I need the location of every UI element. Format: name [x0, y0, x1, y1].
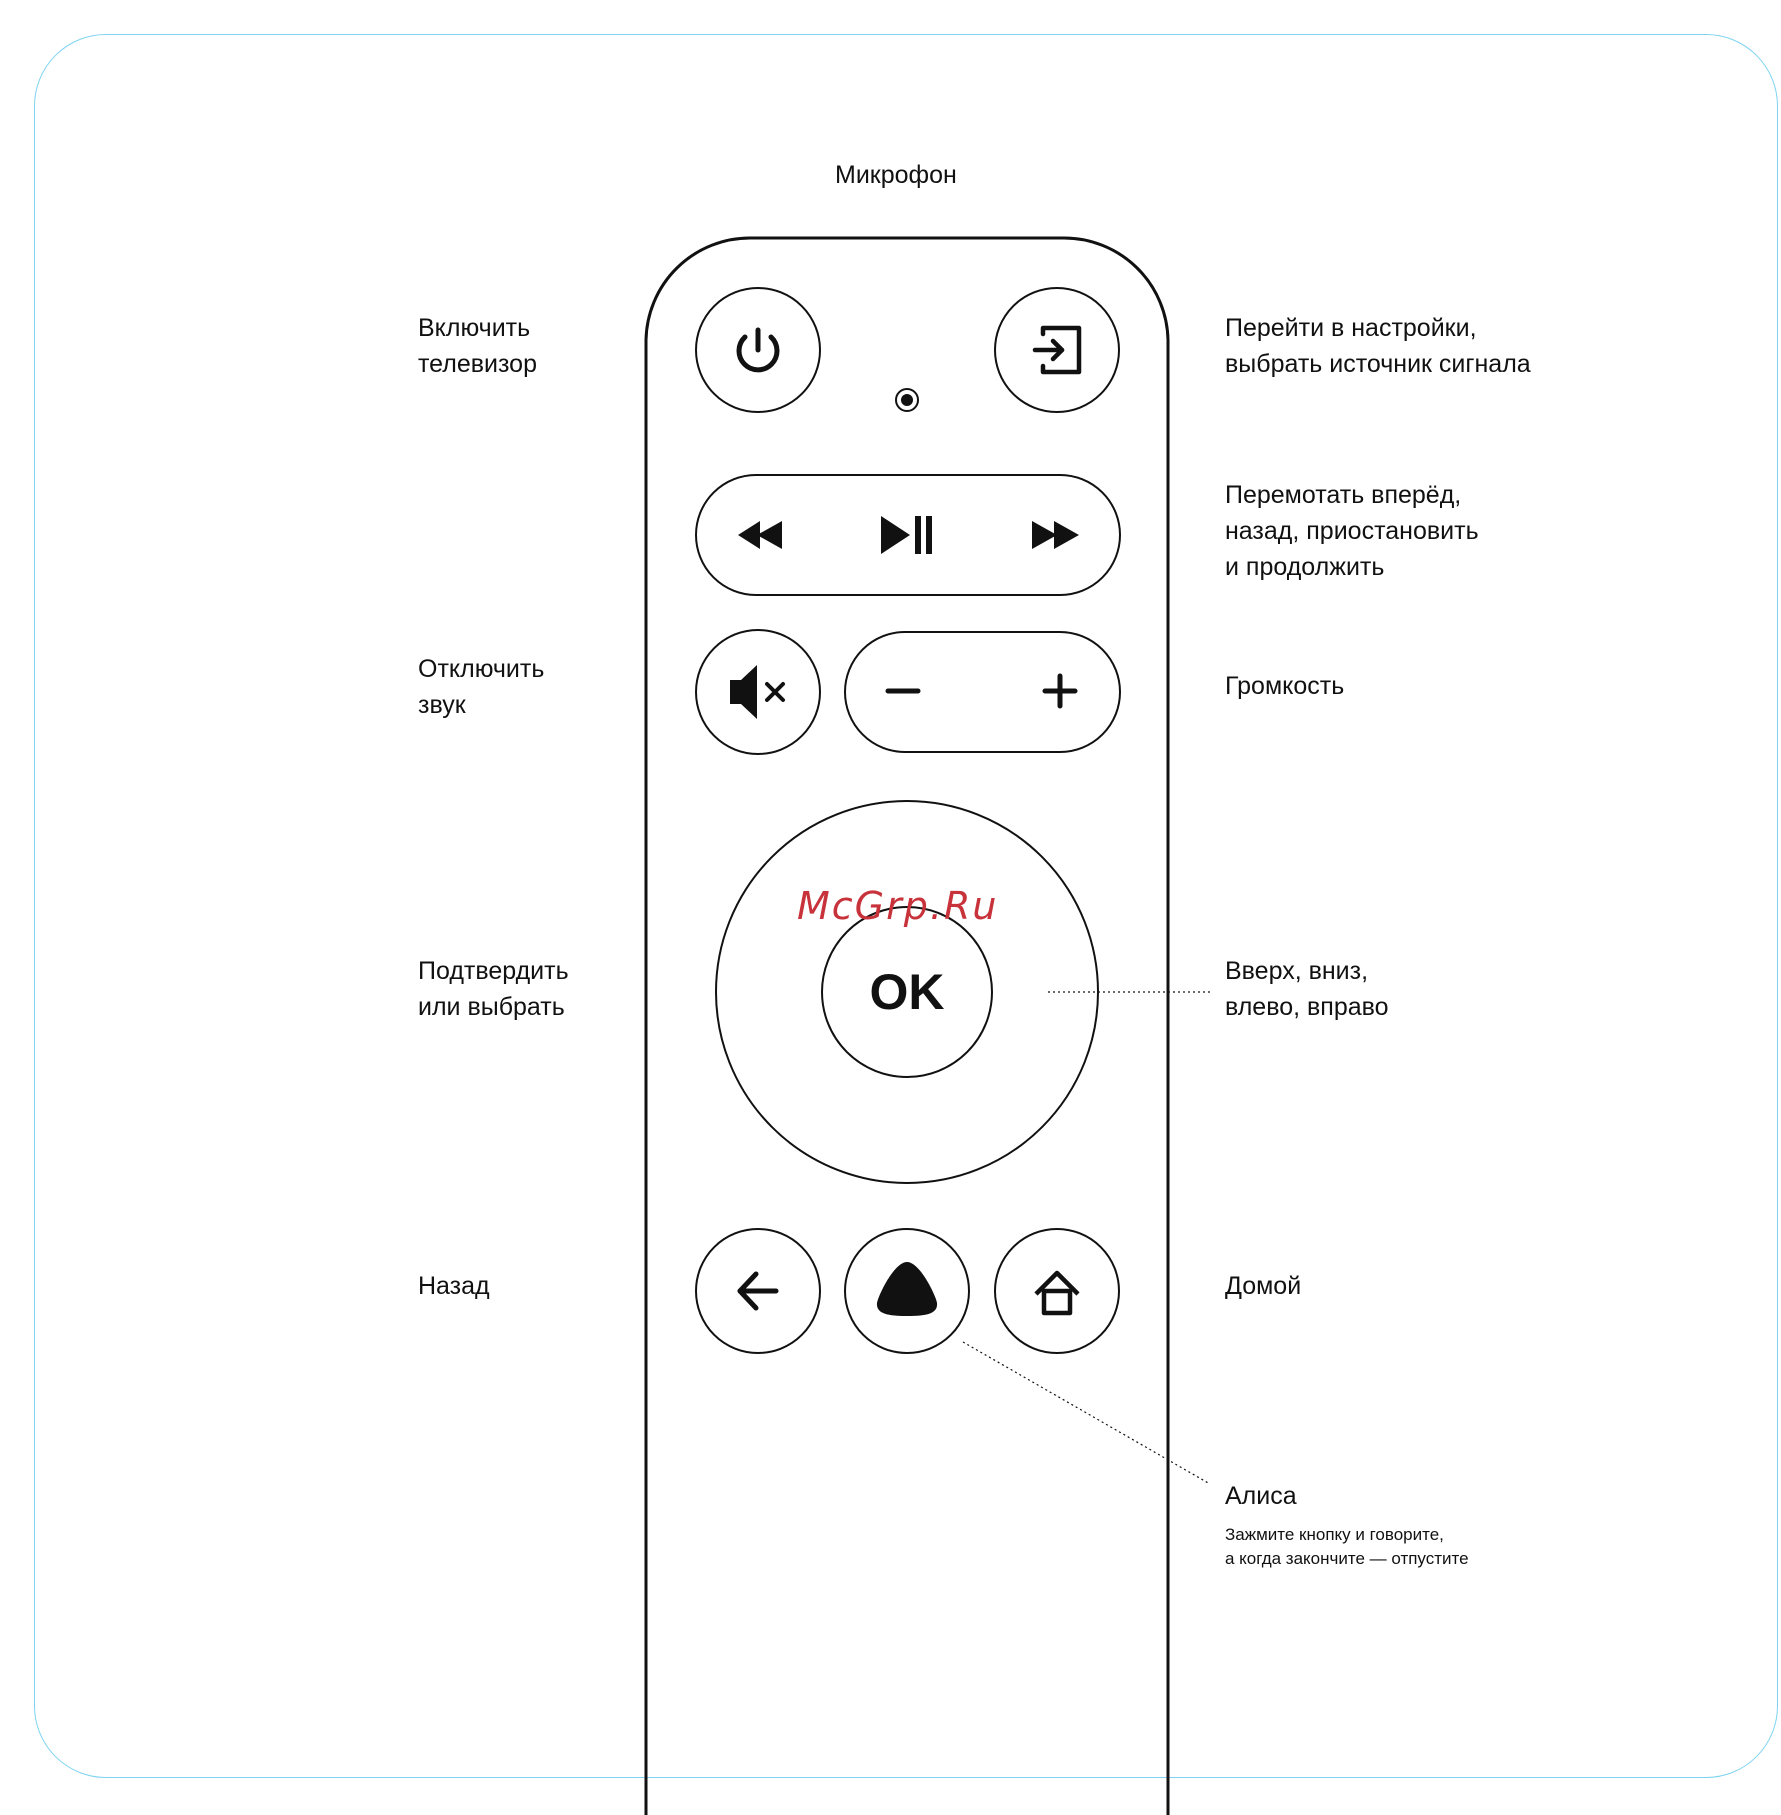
watermark-text: McGrp.Ru [797, 884, 998, 928]
back-label: Назад [418, 1268, 490, 1304]
mute-button[interactable] [696, 630, 820, 754]
home-label: Домой [1225, 1268, 1301, 1304]
play-pause-button[interactable] [870, 505, 950, 565]
navigate-label: Вверх, вниз, влево, вправо [1225, 953, 1389, 1025]
alice-hint: Зажмите кнопку и говорите, а когда закон… [1225, 1523, 1469, 1571]
mute-label: Отключить звук [418, 651, 544, 723]
volume-down-button[interactable] [870, 660, 940, 724]
home-button[interactable] [995, 1229, 1119, 1353]
microphone-dot [896, 389, 918, 411]
alice-title: Алиса [1225, 1478, 1297, 1514]
fast-forward-button[interactable] [1015, 505, 1095, 565]
settings-label: Перейти в настройки, выбрать источник си… [1225, 310, 1531, 382]
ok-label: OK [870, 964, 945, 1020]
input-source-button[interactable] [995, 288, 1119, 412]
rewind-button[interactable] [720, 505, 800, 565]
confirm-label: Подтвердить или выбрать [418, 953, 569, 1025]
volume-label: Громкость [1225, 668, 1344, 704]
power-label: Включить телевизор [418, 310, 537, 382]
alice-button[interactable] [845, 1229, 969, 1353]
ok-button[interactable]: OK [822, 907, 992, 1077]
power-button[interactable] [696, 288, 820, 412]
back-button[interactable] [696, 1229, 820, 1353]
volume-up-button[interactable] [1025, 660, 1095, 724]
playback-label: Перемотать вперёд, назад, приостановить … [1225, 477, 1479, 585]
microphone-label: Микрофон [835, 157, 957, 193]
alice-leader-line [963, 1342, 1210, 1484]
